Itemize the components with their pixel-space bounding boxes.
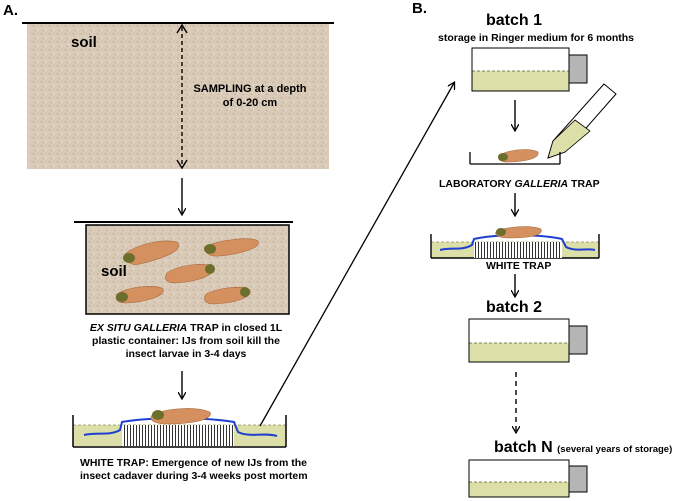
batch2-title: batch 2: [486, 299, 543, 316]
soil-block: [27, 24, 329, 169]
larva-1: [123, 240, 179, 265]
lab-trap-suffix: TRAP: [568, 178, 600, 190]
white-trap-caption: WHITE TRAP: Emergence of new IJs from th…: [80, 457, 308, 482]
flask-batch2: [468, 318, 588, 363]
flask-batchN: [468, 459, 588, 498]
lab-trap-italic: GALLERIA: [514, 178, 569, 190]
sampling-text: SAMPLING at a depth of 0-20 cm: [190, 82, 310, 110]
batchN-note: (several years of storage): [557, 444, 673, 455]
larva-3: [165, 264, 215, 284]
sampling-line-2: of 0-20 cm: [222, 97, 278, 109]
arrow-to-batch1: [259, 83, 454, 427]
batchN-title: batch N (several years of storage): [494, 439, 672, 457]
sampling-line-1: SAMPLING at a depth: [193, 83, 307, 95]
batch1-subtitle: storage in Ringer medium for 6 months: [438, 32, 635, 44]
ex-situ-rest: TRAP in closed 1L plastic container: IJs…: [92, 322, 283, 360]
larva-5: [204, 286, 251, 305]
batch1-title: batch 1: [486, 12, 543, 29]
panel-a-label: A.: [3, 2, 18, 19]
batchN-title-text: batch N: [494, 439, 553, 456]
soil-label: soil: [71, 34, 97, 51]
lab-galleria-trap: [469, 149, 561, 165]
pipette: [547, 83, 617, 159]
ex-situ-italic: EX SITU GALLERIA: [89, 322, 188, 334]
flask-batch1: [471, 47, 588, 92]
lab-trap-caption: LABORATORY GALLERIA TRAP: [439, 178, 600, 191]
larva-2: [204, 238, 259, 257]
larva-4: [115, 285, 164, 304]
ex-situ-caption: EX SITU GALLERIA TRAP in closed 1L plast…: [76, 322, 296, 361]
lab-trap-prefix: LABORATORY: [439, 178, 515, 190]
white-trap-a: [72, 408, 287, 448]
white-trap-b-label: WHITE TRAP: [486, 260, 552, 272]
white-trap-b: [430, 226, 600, 259]
trap-soil-label: soil: [101, 263, 127, 280]
panel-b-label: B.: [412, 0, 427, 17]
